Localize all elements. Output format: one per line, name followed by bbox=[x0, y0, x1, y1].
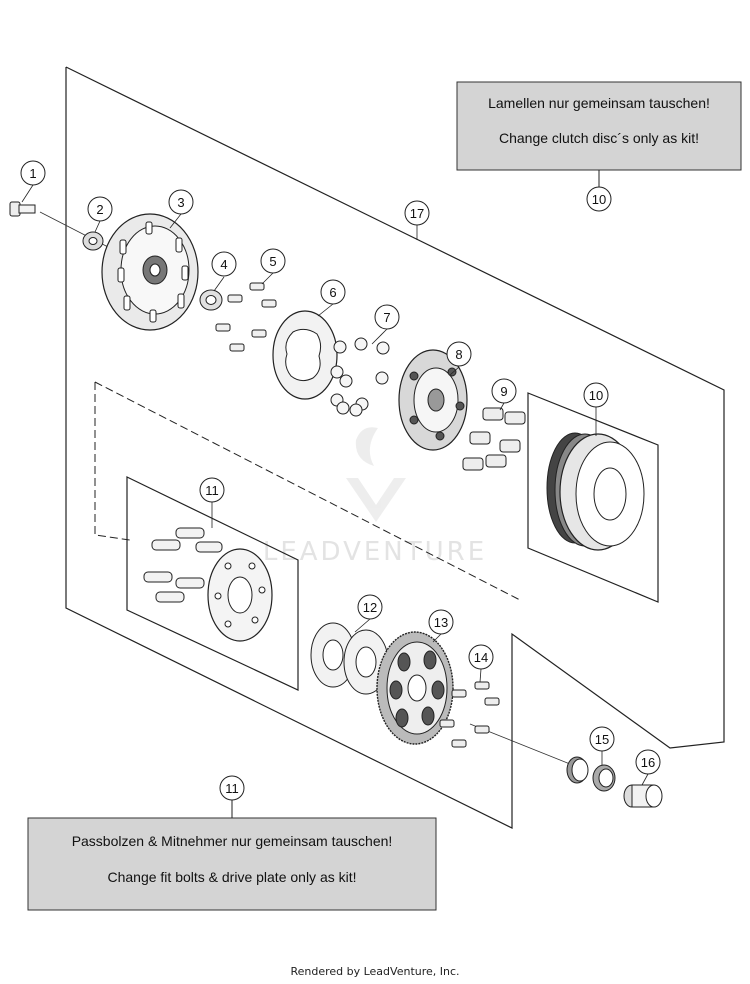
part-9-springs bbox=[462, 407, 526, 471]
callout-4: 4 bbox=[211, 251, 237, 277]
callout-15: 15 bbox=[589, 726, 615, 752]
part-6-pressure-disc bbox=[272, 310, 338, 400]
callout-10: 10 bbox=[583, 382, 609, 408]
svg-text:16: 16 bbox=[641, 755, 655, 770]
svg-text:10: 10 bbox=[589, 388, 603, 403]
svg-text:15: 15 bbox=[595, 732, 609, 747]
fit-bolts-kit-box bbox=[126, 476, 299, 691]
part-1-bolt bbox=[9, 201, 36, 217]
callout-2: 2 bbox=[87, 196, 113, 222]
callout-14: 14 bbox=[468, 644, 494, 670]
part-11-drive-plate bbox=[207, 548, 273, 642]
top-note-callout: 10 bbox=[592, 192, 606, 207]
part-13-primary-gear bbox=[376, 631, 454, 745]
svg-text:7: 7 bbox=[383, 310, 390, 325]
part-7-rollers bbox=[330, 337, 390, 417]
svg-text:11: 11 bbox=[205, 483, 219, 498]
callout-8: 8 bbox=[446, 341, 472, 367]
callout-11: 11 bbox=[199, 477, 225, 503]
callout-16: 16 bbox=[635, 749, 661, 775]
svg-text:5: 5 bbox=[269, 254, 276, 269]
part-15-bearings bbox=[566, 756, 616, 792]
part-12-thrust-washers bbox=[310, 622, 389, 695]
svg-text:3: 3 bbox=[177, 195, 184, 210]
watermark-logo bbox=[346, 427, 406, 522]
svg-text:1: 1 bbox=[29, 166, 36, 181]
svg-text:12: 12 bbox=[363, 600, 377, 615]
top-note: Lamellen nur gemeinsam tauschen! Change … bbox=[456, 81, 742, 212]
callout-17: 17 bbox=[404, 200, 430, 226]
svg-text:9: 9 bbox=[500, 384, 507, 399]
callout-leaders bbox=[21, 184, 649, 786]
top-note-line1: Lamellen nur gemeinsam tauschen! bbox=[488, 95, 710, 111]
part-5-screws bbox=[215, 282, 277, 352]
callout-3: 3 bbox=[168, 189, 194, 215]
svg-text:4: 4 bbox=[220, 257, 227, 272]
part-10-clutch-disc-pack bbox=[546, 432, 645, 551]
part-2-washer bbox=[82, 231, 104, 251]
callout-12: 12 bbox=[357, 594, 383, 620]
svg-text:2: 2 bbox=[96, 202, 103, 217]
bottom-note: Passbolzen & Mitnehmer nur gemeinsam tau… bbox=[27, 775, 437, 911]
bottom-note-line2: Change fit bolts & drive plate only as k… bbox=[107, 869, 356, 885]
top-note-line2: Change clutch disc´s only as kit! bbox=[499, 130, 699, 146]
callout-7: 7 bbox=[374, 304, 400, 330]
bottom-note-line1: Passbolzen & Mitnehmer nur gemeinsam tau… bbox=[72, 833, 393, 849]
part-11-fit-bolts bbox=[143, 527, 223, 603]
footer-credit: Rendered by LeadVenture, Inc. bbox=[290, 965, 460, 978]
svg-text:6: 6 bbox=[329, 285, 336, 300]
svg-text:13: 13 bbox=[434, 615, 448, 630]
bottom-note-callout: 11 bbox=[225, 781, 239, 796]
svg-text:14: 14 bbox=[474, 650, 488, 665]
clutch-disc-kit-box bbox=[527, 392, 659, 603]
kit-dashed-link bbox=[94, 382, 131, 541]
part-14-screws bbox=[439, 681, 500, 748]
part-4-washer bbox=[199, 289, 223, 311]
watermark-text: LEADVENTURE bbox=[263, 537, 487, 567]
svg-text:8: 8 bbox=[455, 347, 462, 362]
callout-6: 6 bbox=[320, 279, 346, 305]
callout-13: 13 bbox=[428, 609, 454, 635]
callout-9: 9 bbox=[491, 378, 517, 404]
part-16-sleeve bbox=[623, 784, 663, 808]
callout-5: 5 bbox=[260, 248, 286, 274]
kit-dashed-link-upper bbox=[94, 381, 521, 601]
part-3-clutch-basket bbox=[101, 213, 199, 331]
svg-text:17: 17 bbox=[410, 206, 424, 221]
assembly-outline bbox=[65, 66, 725, 829]
callout-1: 1 bbox=[20, 160, 46, 186]
